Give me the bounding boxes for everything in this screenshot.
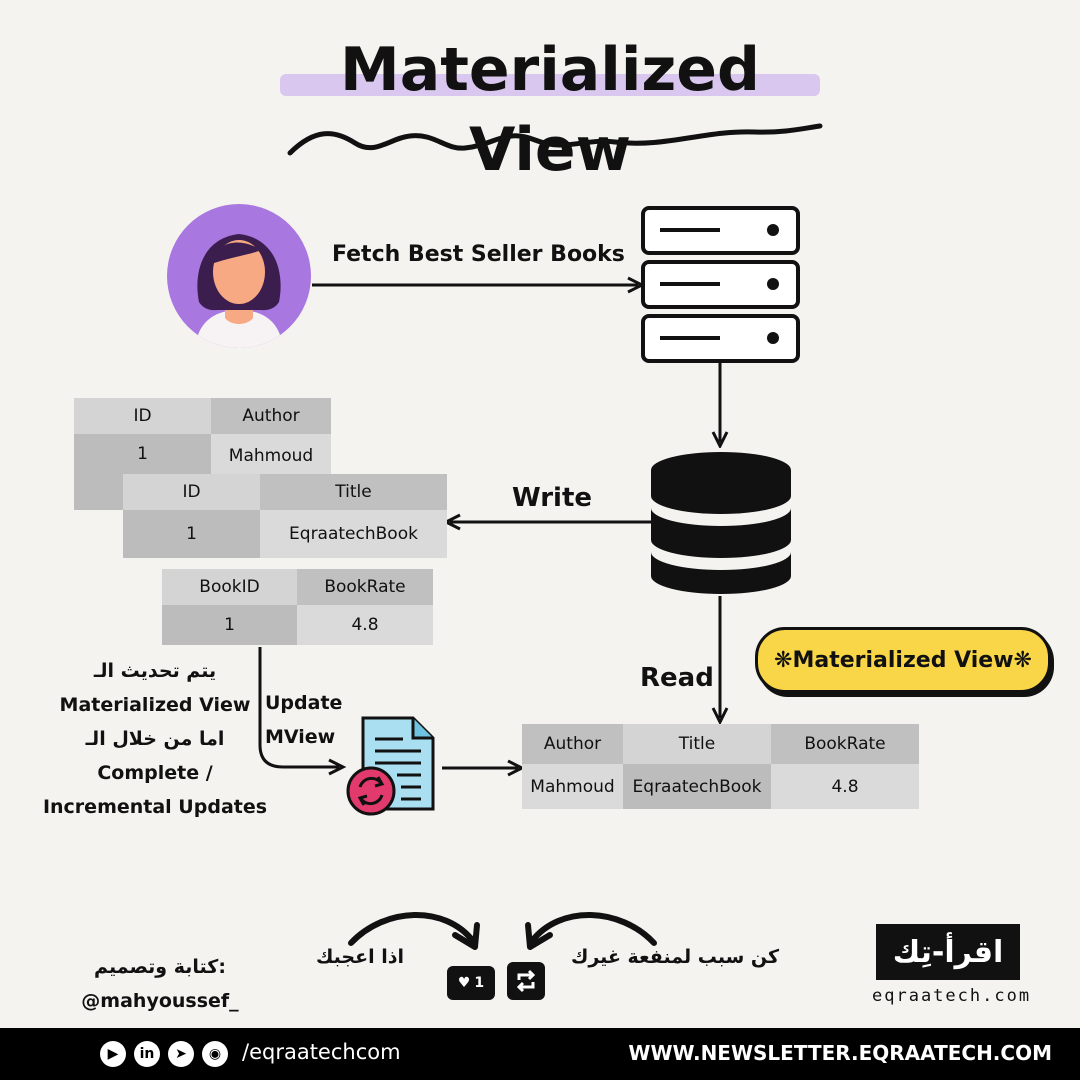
social-icons: ▶ in ➤ ◉: [100, 1041, 228, 1067]
credit-label: كتابة وتصميم:: [94, 956, 226, 978]
like-prompt: اذا اعجبك: [315, 946, 405, 968]
table-header: Title: [260, 474, 447, 510]
title-highlight: [280, 74, 820, 96]
table-cell: 4.8: [771, 764, 919, 809]
table-cell: EqraatechBook: [260, 510, 447, 558]
title-container: Materialized View: [270, 30, 830, 185]
read-arrow: [711, 596, 729, 726]
update-label-line: Update: [265, 692, 343, 714]
note-line: Complete /: [97, 762, 213, 784]
read-label: Read: [640, 663, 714, 693]
title-squiggle: [287, 123, 823, 156]
mview-table: Author Title BookRate Mahmoud EqraatechB…: [522, 724, 919, 809]
repost-icon: [516, 969, 536, 993]
footer-handle[interactable]: /eqraatechcom: [242, 1040, 401, 1064]
share-curved-arrow: [525, 912, 657, 950]
linkedin-icon[interactable]: in: [134, 1041, 160, 1067]
note-line: يتم تحديث الـ: [93, 660, 217, 682]
table-header: Title: [623, 724, 771, 764]
document-refresh-icon: [346, 716, 435, 816]
table-cell: EqraatechBook: [623, 764, 771, 809]
heart-icon: ♥: [457, 975, 471, 991]
share-prompt: كن سبب لمنفعة غيرك: [570, 946, 780, 968]
note-line: Incremental Updates: [42, 796, 268, 818]
note-line: اما من خلال الـ: [85, 728, 225, 750]
credit-handle: @mahyoussef_: [81, 990, 239, 1012]
note-line: Materialized View: [59, 694, 251, 716]
table-cell: Mahmoud: [522, 764, 623, 809]
brand-url: eqraatech.com: [872, 986, 1032, 1006]
rates-table: BookID BookRate 1 4.8: [162, 569, 433, 645]
update-arrow: [258, 647, 347, 776]
credit-block: كتابة وتصميم: @mahyoussef_: [60, 950, 260, 1018]
write-arrow: [444, 513, 652, 531]
user-avatar-icon: [167, 204, 311, 348]
like-count: 1: [474, 975, 485, 991]
server-to-db-arrow: [711, 362, 729, 448]
table-cell: 4.8: [297, 605, 433, 645]
update-label: Update MView: [265, 686, 342, 754]
fetch-label: Fetch Best Seller Books: [332, 242, 625, 267]
table-cell: 1: [162, 605, 297, 645]
page-title: Materialized View: [340, 35, 760, 185]
like-curved-arrow: [348, 912, 480, 950]
newsletter-link[interactable]: WWW.NEWSLETTER.EQRAATECH.COM: [628, 1041, 1052, 1065]
update-note: يتم تحديث الـ Materialized View اما من خ…: [40, 654, 270, 824]
table-header: Author: [522, 724, 623, 764]
mview-arrow: [442, 759, 525, 777]
youtube-icon[interactable]: ▶: [100, 1041, 126, 1067]
badge-star-icon: ❋: [1013, 647, 1032, 673]
badge-label: Materialized View: [792, 647, 1014, 673]
books-table: ID Title 1 EqraatechBook: [123, 474, 447, 558]
github-icon[interactable]: ◉: [202, 1041, 228, 1067]
table-header: ID: [74, 398, 211, 434]
table-header: BookRate: [297, 569, 433, 605]
materialized-view-badge: ❋ Materialized View ❋: [755, 627, 1051, 693]
like-button[interactable]: ♥ 1: [447, 966, 495, 1000]
write-label: Write: [512, 483, 593, 513]
table-header: ID: [123, 474, 260, 510]
share-button[interactable]: [507, 962, 545, 1000]
update-label-line: MView: [265, 726, 336, 748]
telegram-icon[interactable]: ➤: [168, 1041, 194, 1067]
fetch-arrow: [312, 276, 646, 294]
table-cell: 1: [123, 510, 260, 558]
brand-logo: اقرأ-تِك: [876, 924, 1020, 980]
badge-star-icon: ❋: [774, 647, 793, 673]
table-header: BookRate: [771, 724, 919, 764]
server-icon: [641, 206, 800, 363]
table-header: Author: [211, 398, 331, 434]
table-header: BookID: [162, 569, 297, 605]
database-icon: [651, 452, 791, 594]
footer-bar: ▶ in ➤ ◉ /eqraatechcom WWW.NEWSLETTER.EQ…: [0, 1028, 1080, 1080]
